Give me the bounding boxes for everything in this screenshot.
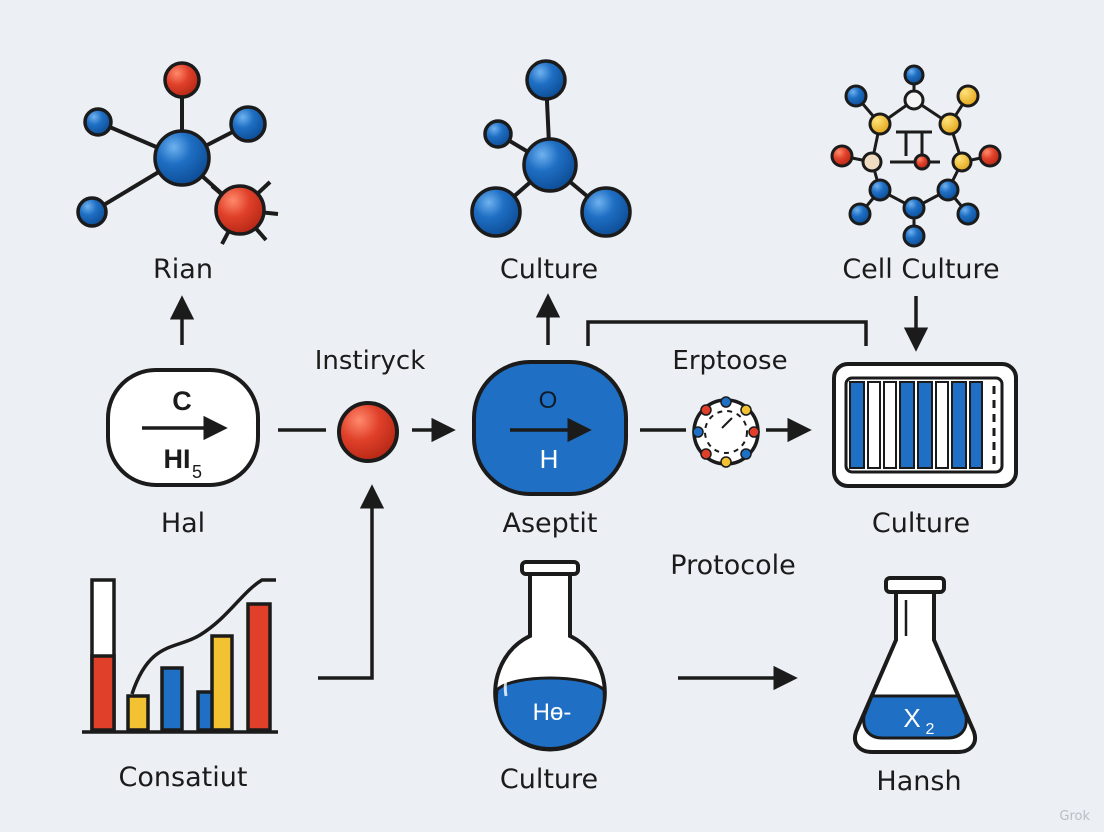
label-culture-right: Culture: [871, 508, 971, 539]
bar-chart-icon: [82, 578, 278, 734]
molecule-network-icon: [830, 64, 1002, 248]
erlenmeyer-liquid-subscript: 2: [926, 721, 935, 738]
flask-liquid-text: Hɵ-: [533, 699, 572, 726]
aseptit-node-top-text: O: [539, 387, 558, 414]
connector-aseptit-to-plate: [586, 320, 868, 346]
molecule-icon: [470, 59, 632, 238]
label-hansh: Hansh: [876, 766, 962, 797]
arrow-chart-to-atom: [318, 484, 385, 680]
aseptit-node-bottom-text: H: [540, 444, 559, 474]
hal-node-subscript: 5: [192, 462, 202, 482]
hal-node: C HI 5: [106, 368, 260, 487]
label-consatiut: Consatiut: [118, 762, 248, 793]
label-cell-culture: Cell Culture: [842, 254, 1000, 285]
label-hal: Hal: [160, 508, 206, 539]
erlenmeyer-liquid-text: X: [903, 703, 920, 733]
round-flask-icon: Hɵ-: [493, 560, 607, 752]
label-culture-bottom: Culture: [499, 764, 599, 795]
molecule-icon: [76, 61, 279, 245]
flow-arrows: [169, 293, 929, 691]
erlenmeyer-flask-icon: X 2: [853, 576, 977, 754]
hal-node-top-text: C: [172, 386, 192, 416]
red-atom-icon: [337, 401, 399, 463]
ring-molecule-icon: [692, 396, 760, 468]
label-erptoose: Erptoose: [672, 346, 788, 376]
hal-node-bottom-text: HI: [164, 444, 191, 474]
label-culture-top: Culture: [499, 254, 599, 285]
label-aseptit: Aseptit: [502, 508, 598, 539]
cell-culture-plate-icon: [832, 362, 1018, 488]
label-instiryck: Instiryck: [314, 346, 426, 376]
aseptit-node: O H: [472, 360, 628, 496]
label-rian: Rian: [153, 254, 213, 285]
label-protocole: Protocole: [670, 550, 796, 581]
watermark: Grok: [1059, 809, 1090, 824]
